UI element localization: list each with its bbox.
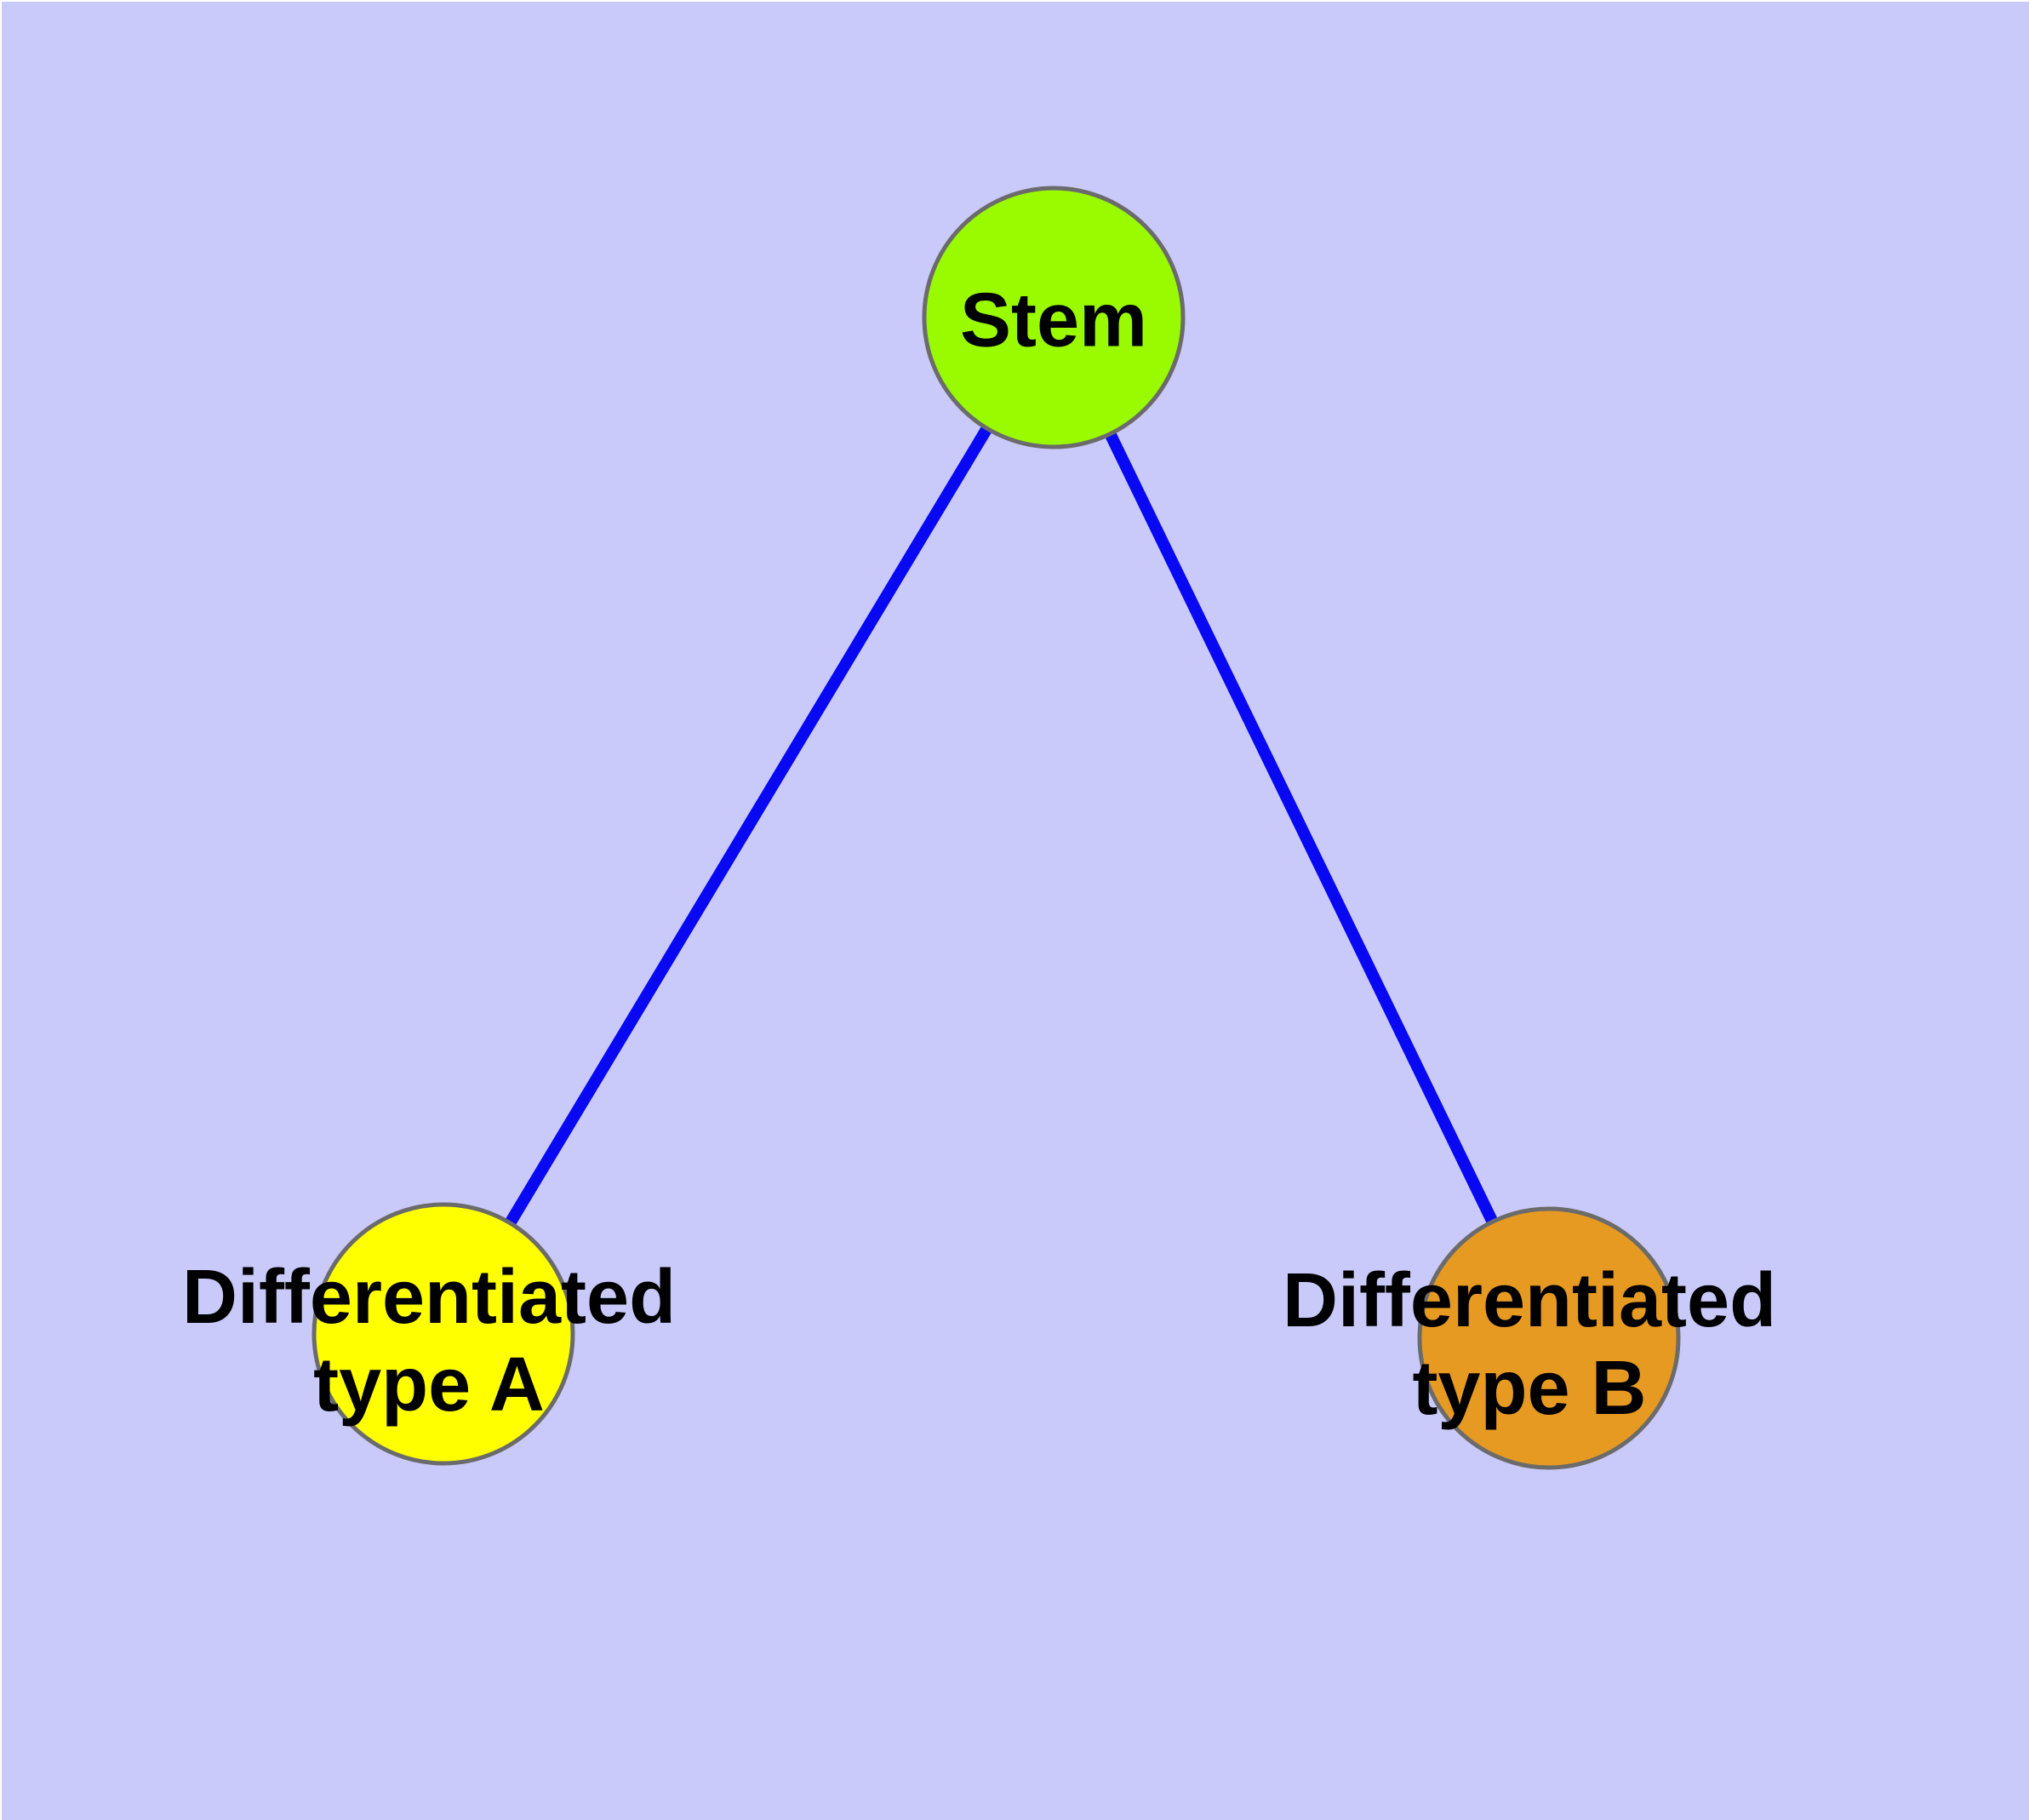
edge-stem-to-type-a — [437, 314, 1060, 1337]
node-stem-circle — [922, 186, 1186, 449]
edge-stem-to-type-b — [1048, 314, 1555, 1342]
node-group — [311, 186, 1681, 1470]
node-stem-label: Stem — [959, 278, 1148, 363]
node-label-line-1: Differentiated — [181, 1255, 677, 1340]
edge-group — [437, 314, 1555, 1342]
node-label-line-2: type B — [1412, 1346, 1647, 1431]
node-differentiated-type-b-circle — [1417, 1206, 1681, 1470]
node-differentiated-type-b-label: Differentiated type B — [1283, 1257, 1776, 1433]
node-label-line-1: Differentiated — [1282, 1258, 1777, 1343]
node-label-line-2: type A — [313, 1342, 545, 1428]
node-differentiated-type-a-label: Differentiated type A — [182, 1254, 676, 1429]
node-differentiated-type-a-circle — [311, 1202, 575, 1466]
